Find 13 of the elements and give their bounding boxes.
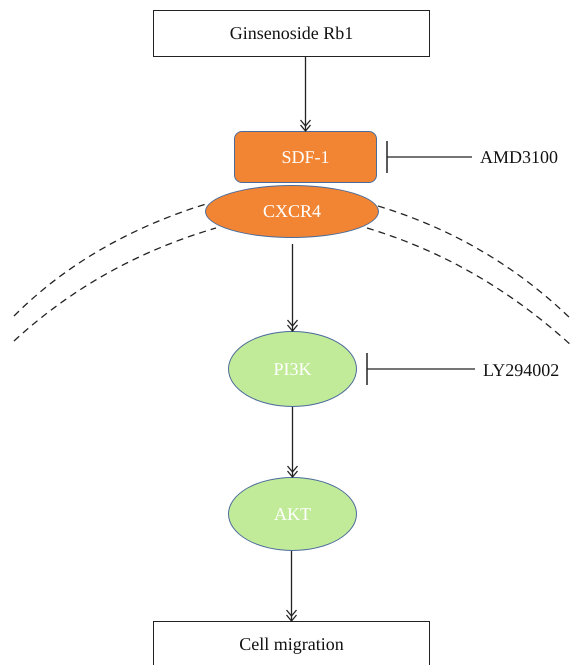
node-label: CXCR4 — [262, 201, 322, 222]
node-label: PI3K — [273, 358, 312, 380]
inhibition-line — [386, 140, 472, 174]
node-label: AKT — [274, 504, 311, 524]
node-label: Ginsenoside Rb1 — [230, 23, 354, 44]
node-label: SDF-1 — [281, 146, 330, 168]
inhibition-line — [366, 352, 475, 386]
inhibitor-label: AMD3100 — [480, 146, 558, 168]
text-box — [153, 10, 430, 57]
inhibitor-label: LY294002 — [483, 360, 560, 380]
text-box — [153, 621, 430, 665]
node-label: Cell migration — [239, 634, 344, 655]
receptor-ligand-box — [234, 131, 377, 183]
